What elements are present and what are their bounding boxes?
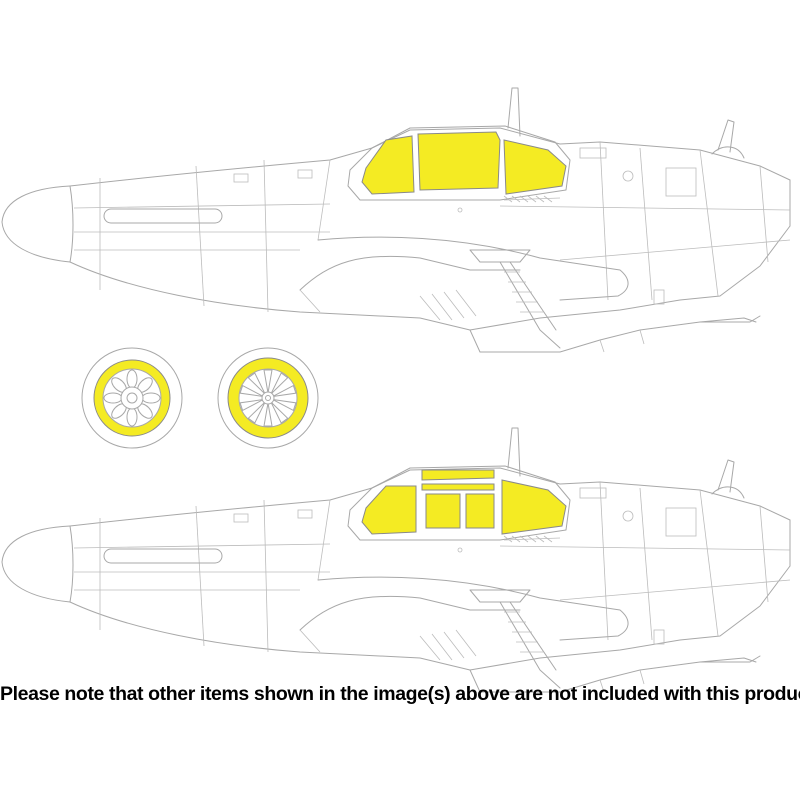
canopy-windscreen-mask <box>361 135 415 195</box>
canopy-windscreen-mask <box>361 485 417 535</box>
canopy-top-strip-mask <box>421 469 495 481</box>
canopy-masks-bottom <box>361 469 567 535</box>
canopy-strip-mask <box>421 483 495 491</box>
disclaimer-note: Please note that other items shown in th… <box>0 683 800 705</box>
canopy-rear-mask <box>501 479 567 535</box>
canopy-left-pane-mask <box>425 493 461 529</box>
wheel-left <box>81 347 183 449</box>
canopy-rear-mask <box>503 139 567 195</box>
wheel-right <box>217 347 319 449</box>
aircraft-bottom-illustration <box>1 427 791 693</box>
canopy-center-mask <box>417 131 501 191</box>
canopy-right-pane-mask <box>465 493 495 529</box>
canopy-masks-top <box>361 131 567 195</box>
wheel-masks <box>81 347 319 449</box>
aircraft-top-illustration <box>1 87 791 353</box>
